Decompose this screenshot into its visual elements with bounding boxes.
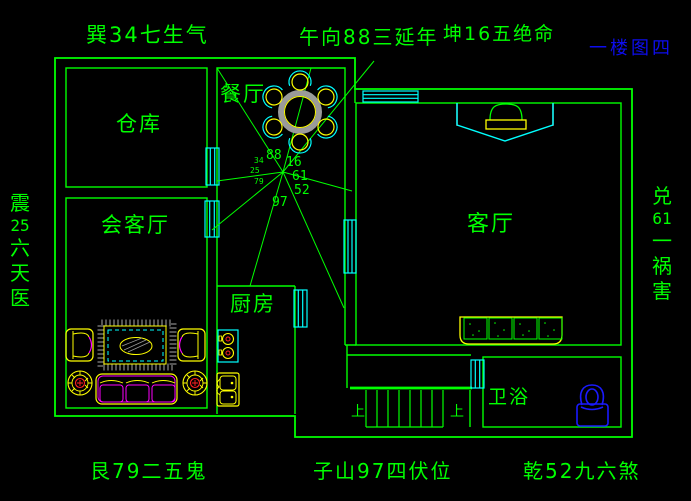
star-number-nw: 34 xyxy=(254,156,264,165)
windows-and-doors xyxy=(204,90,485,389)
dining-table-inner xyxy=(284,96,316,128)
dining-table xyxy=(278,90,322,134)
armchair-left xyxy=(65,328,94,362)
vertical-label-char: 兑 xyxy=(652,184,672,208)
outer-wall xyxy=(54,57,633,438)
stairs-treads xyxy=(365,390,444,428)
compass-label-bottom-left: 艮79二五鬼 xyxy=(90,459,208,483)
bathroom-wall xyxy=(482,356,622,428)
kitchen-walls xyxy=(217,285,296,414)
compass-label-bottom-right: 乾52九六煞 xyxy=(523,459,641,483)
room-label-dining: 餐厅 xyxy=(220,82,266,106)
reception-room-wall xyxy=(65,197,208,409)
side-table-left xyxy=(67,370,93,396)
star-number-e: 61 xyxy=(292,169,308,184)
star-number-n: 88 xyxy=(266,148,282,163)
dining-chair xyxy=(288,70,312,91)
room-label-reception: 会客厅 xyxy=(101,213,170,237)
armchair-right xyxy=(177,328,206,362)
star-number-se: 52 xyxy=(294,183,310,198)
rug xyxy=(97,319,177,371)
reception-furniture xyxy=(65,319,208,405)
star-number-s: 97 xyxy=(272,195,288,210)
compass-label-bottom-center: 子山97四伏位 xyxy=(313,459,453,483)
door-kitchen xyxy=(293,289,308,328)
tv-cabinet xyxy=(456,103,554,142)
vertical-label-char: 天 xyxy=(10,261,30,285)
vertical-label-char: 祸 xyxy=(652,254,672,278)
staircase xyxy=(350,386,472,428)
vertical-label-char: 61 xyxy=(652,209,672,228)
compass-label-top-left: 巽34七生气 xyxy=(86,23,209,47)
star-number-w: 25 xyxy=(250,166,260,175)
tv-icon xyxy=(489,103,523,121)
vertical-label-char: 六 xyxy=(10,236,30,260)
stairs-up-label-right: 上 xyxy=(450,404,464,420)
dining-kitchen-left-wall xyxy=(216,67,346,414)
stove xyxy=(217,329,239,363)
sofa-cushions xyxy=(463,317,563,340)
room-label-living: 客厅 xyxy=(467,212,516,237)
tv-unit xyxy=(456,103,554,142)
vertical-label-char: 震 xyxy=(10,191,30,215)
room-label-kitchen: 厨房 xyxy=(230,292,276,316)
vertical-label-char: 医 xyxy=(10,286,30,310)
living-left-step xyxy=(345,89,356,346)
reception-sofa xyxy=(95,373,178,405)
tv-base xyxy=(485,119,527,130)
window-dining-living xyxy=(343,219,357,274)
sink-cabinet xyxy=(216,372,240,407)
star-number-ne: 16 xyxy=(286,155,302,170)
toilet-icon xyxy=(576,384,609,427)
vertical-label-char: 一 xyxy=(652,229,672,253)
dining-table-set xyxy=(258,70,342,154)
door-reception xyxy=(204,200,220,238)
floor-title: 一楼图四 xyxy=(589,38,673,59)
compass-star-numbers: 88 16 61 52 97 34 25 79 xyxy=(250,148,310,210)
cushion-specks xyxy=(469,322,555,337)
room-label-bathroom: 卫浴 xyxy=(488,386,531,408)
door-bathroom xyxy=(470,359,485,389)
vertical-label-char: 25 xyxy=(10,216,30,235)
star-number-sw: 79 xyxy=(254,177,264,186)
living-sofa xyxy=(459,316,563,345)
kitchen-fixtures xyxy=(216,329,240,407)
storage-room-wall xyxy=(65,67,208,188)
side-table-right xyxy=(182,370,208,396)
walls xyxy=(54,57,633,438)
door-storage xyxy=(205,147,220,186)
stairs-up-label-left: 上 xyxy=(351,404,365,420)
room-label-storage: 仓库 xyxy=(116,112,162,136)
vertical-label-char: 害 xyxy=(652,279,672,303)
hallway-walls xyxy=(346,345,471,427)
window-top xyxy=(362,90,419,103)
compass-label-top-center: 午向88三延年 xyxy=(299,25,439,49)
compass-label-top-right: 坤16五绝命 xyxy=(443,23,556,45)
